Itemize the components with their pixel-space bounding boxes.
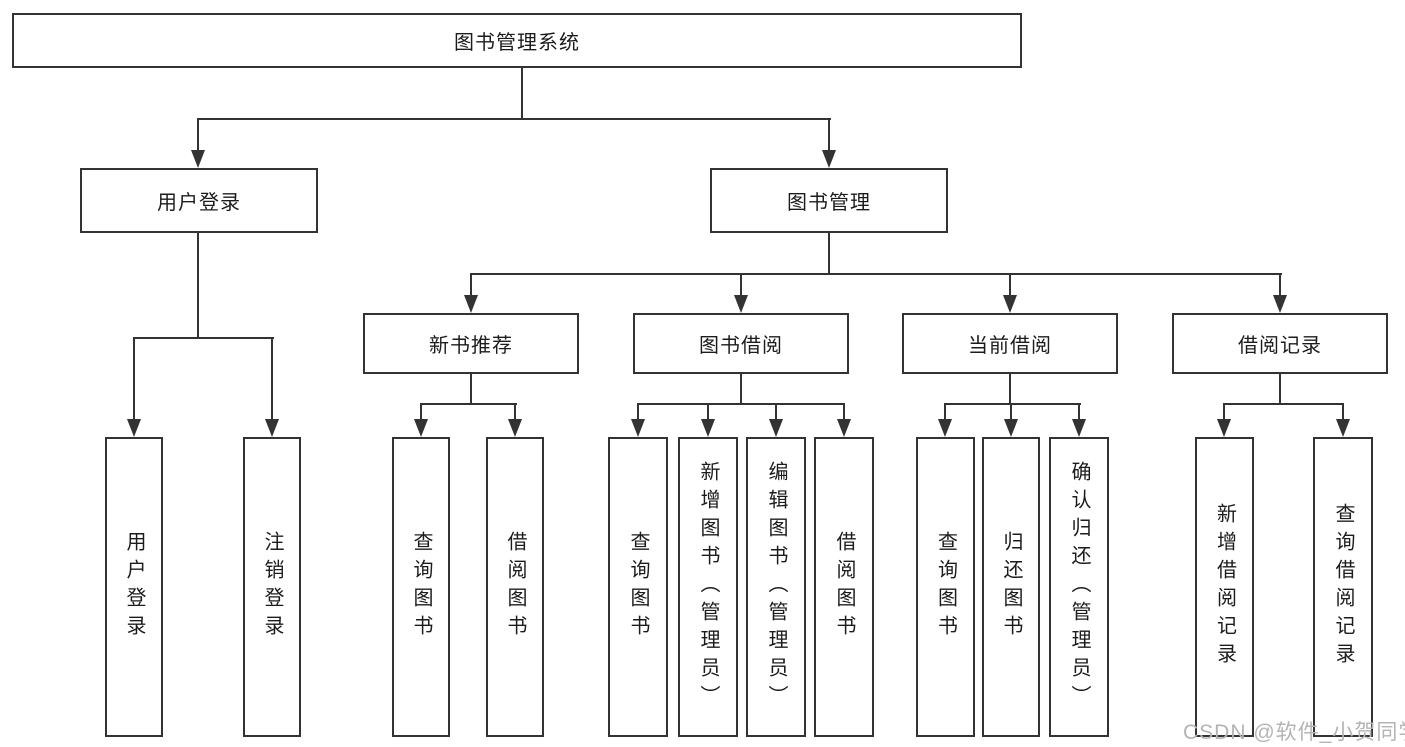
connector-stem [1009,374,1011,403]
arrow-down-icon [837,419,851,437]
connector-hline [133,337,274,339]
watermark: CSDN @软件_小贺同学 [1183,721,1405,744]
arrow-down-icon [414,419,428,437]
node-label: 图书管理系统 [454,32,580,54]
leaf-edit-books-admin: 编辑图书（管理员） [746,437,806,737]
connector-stem [637,403,639,421]
leaf-label: 用户登录 [123,531,145,643]
connector-stem [470,273,472,297]
node-new-book-recommendation: 新书推荐 [363,313,579,374]
connector-stem [740,273,742,297]
connector-stem [707,403,709,421]
arrow-down-icon [938,419,952,437]
node-user-login: 用户登录 [80,168,318,233]
leaf-label: 新增图书（管理员） [697,461,719,713]
node-book-management: 图书管理 [710,168,948,233]
connector-stem [1342,403,1344,421]
connector-stem [420,403,422,421]
arrow-down-icon [265,419,279,437]
connector-stem [740,374,742,403]
leaf-label: 查询图书 [410,531,432,643]
arrow-down-icon [1003,295,1017,313]
connector-root-trunk [521,68,523,118]
node-library-management-system: 图书管理系统 [12,13,1022,68]
connector-stem [944,403,946,421]
leaf-borrow-books: 借阅图书 [814,437,874,737]
node-label: 当前借阅 [968,335,1052,357]
node-borrowing-records: 借阅记录 [1172,313,1388,374]
arrow-down-icon [769,419,783,437]
leaf-label: 确认归还（管理员） [1068,461,1090,713]
arrow-down-icon [734,295,748,313]
arrow-down-icon [1273,295,1287,313]
leaf-user-login: 用户登录 [105,437,163,737]
connector-hline [470,273,1282,275]
connector-stem [1279,374,1281,403]
arrow-down-icon [1004,419,1018,437]
node-current-borrowing: 当前借阅 [902,313,1118,374]
connector-hline [1223,403,1344,405]
leaf-label: 查询借阅记录 [1332,503,1354,671]
connector-stem [828,233,830,273]
connector-root-hline [198,118,831,120]
leaf-add-books-admin: 新增图书（管理员） [678,437,738,737]
leaf-label: 借阅图书 [833,531,855,643]
node-label: 借阅记录 [1238,335,1322,357]
arrow-down-icon [191,150,205,168]
node-label: 图书管理 [787,192,871,214]
connector-stem [133,337,135,421]
arrow-down-icon [1217,419,1231,437]
arrow-down-icon [822,150,836,168]
connector-hline [944,403,1081,405]
arrow-down-icon [631,419,645,437]
leaf-query-books-current: 查询图书 [916,437,975,737]
leaf-label: 注销登录 [261,531,283,643]
node-book-borrowing: 图书借阅 [633,313,849,374]
arrow-down-icon [508,419,522,437]
leaf-label: 编辑图书（管理员） [765,461,787,713]
connector-stem [514,403,516,421]
leaf-label: 查询图书 [627,531,649,643]
leaf-add-borrow-record: 新增借阅记录 [1195,437,1254,737]
connector-stem [1223,403,1225,421]
connector-stem [271,337,273,421]
leaf-confirm-return-admin: 确认归还（管理员） [1049,437,1109,737]
connector-stem [843,403,845,421]
leaf-query-books-borrowing: 查询图书 [608,437,668,737]
leaf-query-borrow-record: 查询借阅记录 [1313,437,1373,737]
arrow-down-icon [127,419,141,437]
leaf-borrow-books-recommend: 借阅图书 [486,437,544,737]
arrow-down-icon [1336,419,1350,437]
arrow-down-icon [464,295,478,313]
connector-stem [775,403,777,421]
connector-stem [1009,273,1011,297]
leaf-return-books: 归还图书 [982,437,1040,737]
connector-stem [1010,403,1012,421]
leaf-query-books-recommend: 查询图书 [392,437,450,737]
leaf-label: 归还图书 [1000,531,1022,643]
leaf-logout: 注销登录 [243,437,301,737]
arrow-down-icon [1072,419,1086,437]
connector-stem [1078,403,1080,421]
arrow-down-icon [701,419,715,437]
node-label: 图书借阅 [699,335,783,357]
connector-stem [828,118,830,154]
connector-stem [470,374,472,403]
leaf-label: 查询图书 [934,531,957,643]
connector-hline [420,403,517,405]
leaf-label: 借阅图书 [504,531,526,643]
node-label: 用户登录 [157,192,241,214]
connector-stem [197,233,199,337]
connector-stem [1279,273,1281,297]
node-label: 新书推荐 [429,335,513,357]
leaf-label: 新增借阅记录 [1213,503,1236,671]
connector-hline [637,403,845,405]
connector-stem [197,118,199,154]
